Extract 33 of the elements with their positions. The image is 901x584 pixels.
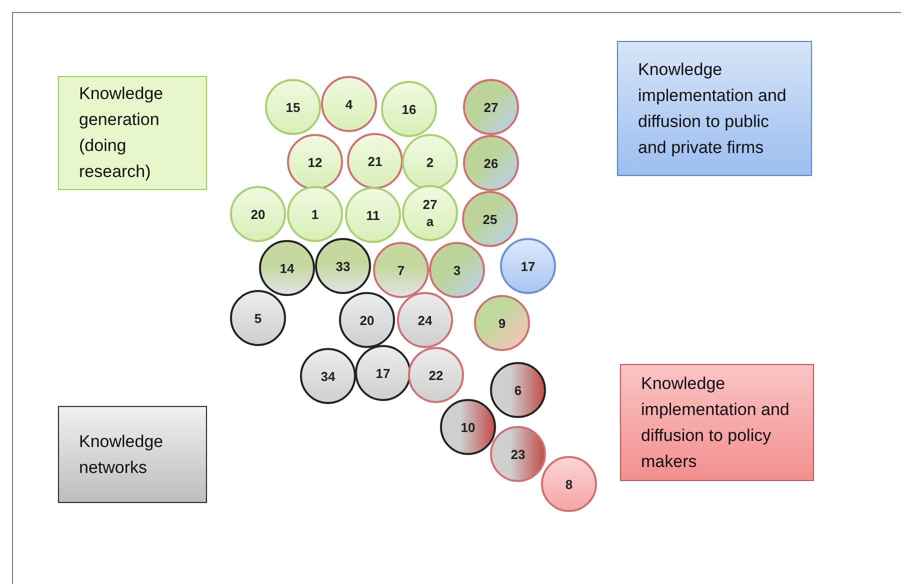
numbered-circle: 25 bbox=[462, 191, 518, 247]
numbered-circle: 9 bbox=[474, 295, 530, 351]
numbered-circle: 1 bbox=[287, 186, 343, 242]
numbered-circle: 23 bbox=[490, 426, 546, 482]
category-box: Knowledge implementation and diffusion to public and private firms bbox=[617, 41, 812, 176]
category-box: Knowledge implementation and diffusion to policy makers bbox=[620, 364, 814, 481]
numbered-circle: 3 bbox=[429, 242, 485, 298]
numbered-circle: 22 bbox=[408, 347, 464, 403]
numbered-circle: 16 bbox=[381, 81, 437, 137]
numbered-circle: 15 bbox=[265, 79, 321, 135]
numbered-circle: 8 bbox=[541, 456, 597, 512]
numbered-circle: 17 bbox=[500, 238, 556, 294]
numbered-circle: 6 bbox=[490, 362, 546, 418]
numbered-circle: 20 bbox=[230, 186, 286, 242]
numbered-circle: 27 bbox=[463, 79, 519, 135]
numbered-circle: 10 bbox=[440, 399, 496, 455]
numbered-circle: 33 bbox=[315, 238, 371, 294]
numbered-circle: 27 a bbox=[402, 185, 458, 241]
numbered-circle: 5 bbox=[230, 290, 286, 346]
numbered-circle: 12 bbox=[287, 134, 343, 190]
category-box: Knowledge networks bbox=[58, 406, 207, 503]
numbered-circle: 2 bbox=[402, 134, 458, 190]
numbered-circle: 17 bbox=[355, 345, 411, 401]
numbered-circle: 34 bbox=[300, 348, 356, 404]
numbered-circle: 4 bbox=[321, 76, 377, 132]
numbered-circle: 21 bbox=[347, 133, 403, 189]
numbered-circle: 7 bbox=[373, 242, 429, 298]
category-box: Knowledge generation (doing research) bbox=[58, 76, 207, 190]
numbered-circle: 20 bbox=[339, 292, 395, 348]
numbered-circle: 11 bbox=[345, 187, 401, 243]
numbered-circle: 24 bbox=[397, 292, 453, 348]
numbered-circle: 26 bbox=[463, 135, 519, 191]
numbered-circle: 14 bbox=[259, 240, 315, 296]
